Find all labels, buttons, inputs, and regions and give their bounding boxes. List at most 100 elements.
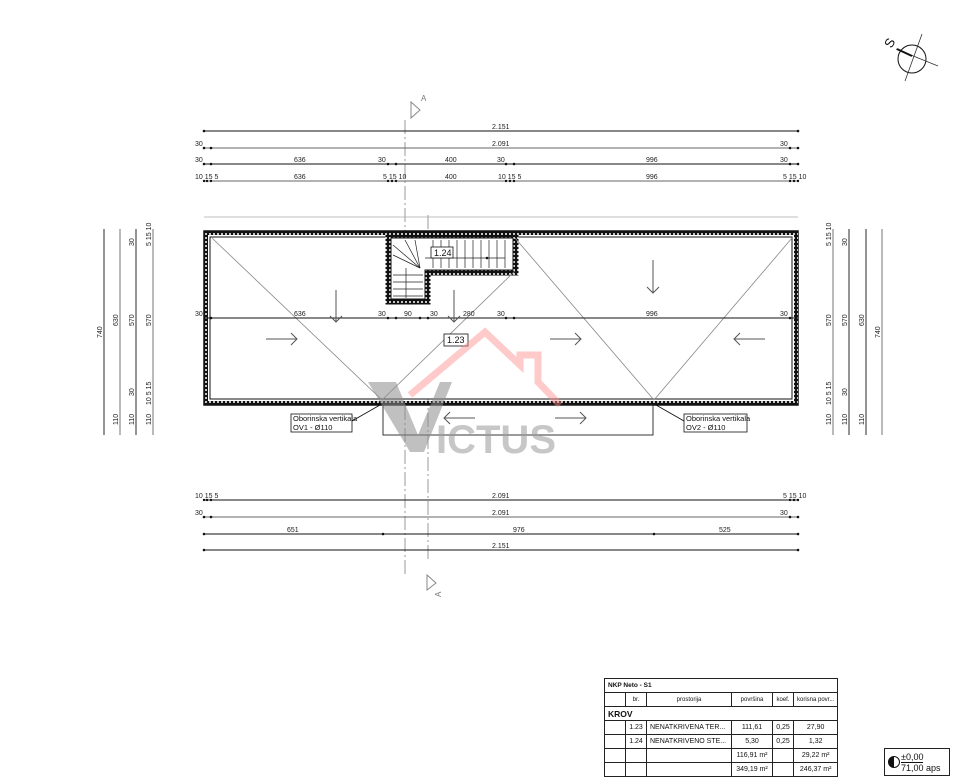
- dim-label: 30: [842, 238, 849, 246]
- dim-label: 90: [404, 311, 412, 318]
- table-row: 1.24 NENATKRIVENO STE... 5,30 0,25 1,32: [604, 734, 839, 749]
- dim-label: 10 5 15: [826, 382, 833, 405]
- level-symbol-icon: [888, 756, 900, 768]
- dim-label: 570: [826, 314, 833, 326]
- watermark-text: ICTUS: [436, 418, 556, 462]
- dim-label: 110: [842, 414, 849, 425]
- dim-label: 2.091: [492, 510, 510, 517]
- dim-label: 525: [719, 527, 731, 534]
- area-legend-table: NKP Neto - S1 br. prostorija površina ko…: [603, 678, 839, 777]
- arrow-right-icon: [550, 332, 582, 346]
- table-row: 1.23 NENATKRIVENA TER... 111,61 0,25 27,…: [604, 720, 839, 735]
- dim-label: 630: [859, 314, 866, 326]
- dim-label: 10 5 15: [146, 382, 153, 405]
- dim-label: 30: [378, 311, 386, 318]
- room-tag-terrace: [443, 333, 469, 347]
- north-arrow-icon: S: [881, 33, 939, 82]
- section-label-top: A: [421, 94, 427, 103]
- victus-watermark: ICTUS: [368, 327, 563, 462]
- dim-label: 30: [780, 141, 788, 148]
- dim-label: 996: [646, 157, 658, 164]
- dim-label: 636: [294, 174, 306, 181]
- dim-label: 30: [195, 141, 203, 148]
- dimensions-top: [204, 130, 798, 182]
- level-relative: ±0,00: [901, 752, 924, 763]
- header-prostorija: prostorija: [646, 692, 732, 707]
- arrow-left-icon: [443, 411, 475, 425]
- dim-label: 30: [195, 311, 203, 318]
- dim-label: 10 15 5: [498, 174, 521, 181]
- room-tag-stair: [430, 246, 454, 259]
- dim-label: 570: [146, 314, 153, 326]
- room-tag-terrace-label: 1.23: [447, 335, 465, 345]
- dim-label: 2.151: [492, 543, 510, 550]
- dim-label: 400: [445, 157, 457, 164]
- arrow-right-icon: [555, 411, 587, 425]
- section-arrow-top-icon: [410, 100, 421, 120]
- dim-label: 5 15 10: [783, 174, 806, 181]
- dim-label: 30: [780, 157, 788, 164]
- dim-label: 30: [780, 510, 788, 517]
- dim-label: 110: [113, 414, 120, 425]
- dim-label: 110: [859, 414, 866, 425]
- dim-label: 5 15 10: [383, 174, 406, 181]
- dimensions-bottom: [204, 499, 798, 551]
- dim-label: 5 15 10: [783, 493, 806, 500]
- header-korisna: korisna povr...: [792, 692, 839, 707]
- arrow-down-icon: [329, 290, 343, 323]
- dim-label: 30: [780, 311, 788, 318]
- stair-opening: 1.24: [385, 232, 519, 305]
- level-marker: ±0,00 71,00 aps: [884, 748, 950, 776]
- dim-top-total: 2.151: [492, 124, 510, 131]
- dim-label: 280: [463, 311, 475, 318]
- dim-label: 30: [497, 157, 505, 164]
- dim-label: 30: [842, 388, 849, 396]
- dim-label: 996: [646, 174, 658, 181]
- dim-label: 30: [129, 238, 136, 246]
- header-br: br.: [625, 692, 647, 707]
- section-label-bottom: A: [434, 591, 443, 597]
- header-povrsina: površina: [731, 692, 773, 707]
- dim-label: 740: [875, 326, 882, 338]
- dim-label: 570: [129, 314, 136, 326]
- dim-label: 740: [97, 326, 104, 338]
- legend-title: NKP Neto - S1: [603, 678, 839, 693]
- callout-ov1-line1: Oborinska vertikala: [293, 414, 358, 423]
- dimensions-right: [832, 229, 883, 435]
- dim-label: 10 15 5: [195, 174, 218, 181]
- dim-label: 5 15 10: [826, 223, 833, 246]
- dim-label: 5 15 10: [146, 223, 153, 246]
- dim-label: 30: [195, 510, 203, 517]
- dim-label: 30: [378, 157, 386, 164]
- dimensions-left: [103, 229, 154, 435]
- room-tag-stair-label: 1.24: [434, 248, 452, 258]
- dim-label: 651: [287, 527, 299, 534]
- legend-section: KROV: [603, 706, 839, 721]
- arrow-down-icon: [447, 290, 461, 323]
- arrow-right-icon: [266, 332, 298, 346]
- dim-label: 30: [129, 388, 136, 396]
- section-arrow-bottom-icon: [426, 573, 437, 592]
- dim-label: 110: [129, 414, 136, 425]
- dim-label: 976: [513, 527, 525, 534]
- gutter-outline: [382, 404, 654, 436]
- dim-label: 30: [195, 157, 203, 164]
- arrow-left-icon: [733, 332, 765, 346]
- slope-arrows: [266, 260, 765, 425]
- callout-ov1: Oborinska vertikala OV1 - Ø110: [290, 404, 381, 433]
- callout-ov2-line1: Oborinska vertikala: [686, 414, 751, 423]
- dim-label: 30: [497, 311, 505, 318]
- dim-label: 110: [826, 414, 833, 425]
- dim-label: 2.091: [492, 493, 510, 500]
- callout-ov1-line2: OV1 - Ø110: [293, 423, 332, 432]
- header-koef: koef.: [772, 692, 794, 707]
- dim-label: 630: [113, 314, 120, 326]
- north-label: S: [881, 35, 898, 50]
- dim-label: 636: [294, 311, 306, 318]
- dim-label: 110: [146, 414, 153, 425]
- dim-label: 30: [430, 311, 438, 318]
- dim-label: 570: [842, 314, 849, 326]
- dim-label: 996: [646, 311, 658, 318]
- dim-label: 10 15 5: [195, 493, 218, 500]
- level-absolute: 71,00 aps: [901, 763, 941, 773]
